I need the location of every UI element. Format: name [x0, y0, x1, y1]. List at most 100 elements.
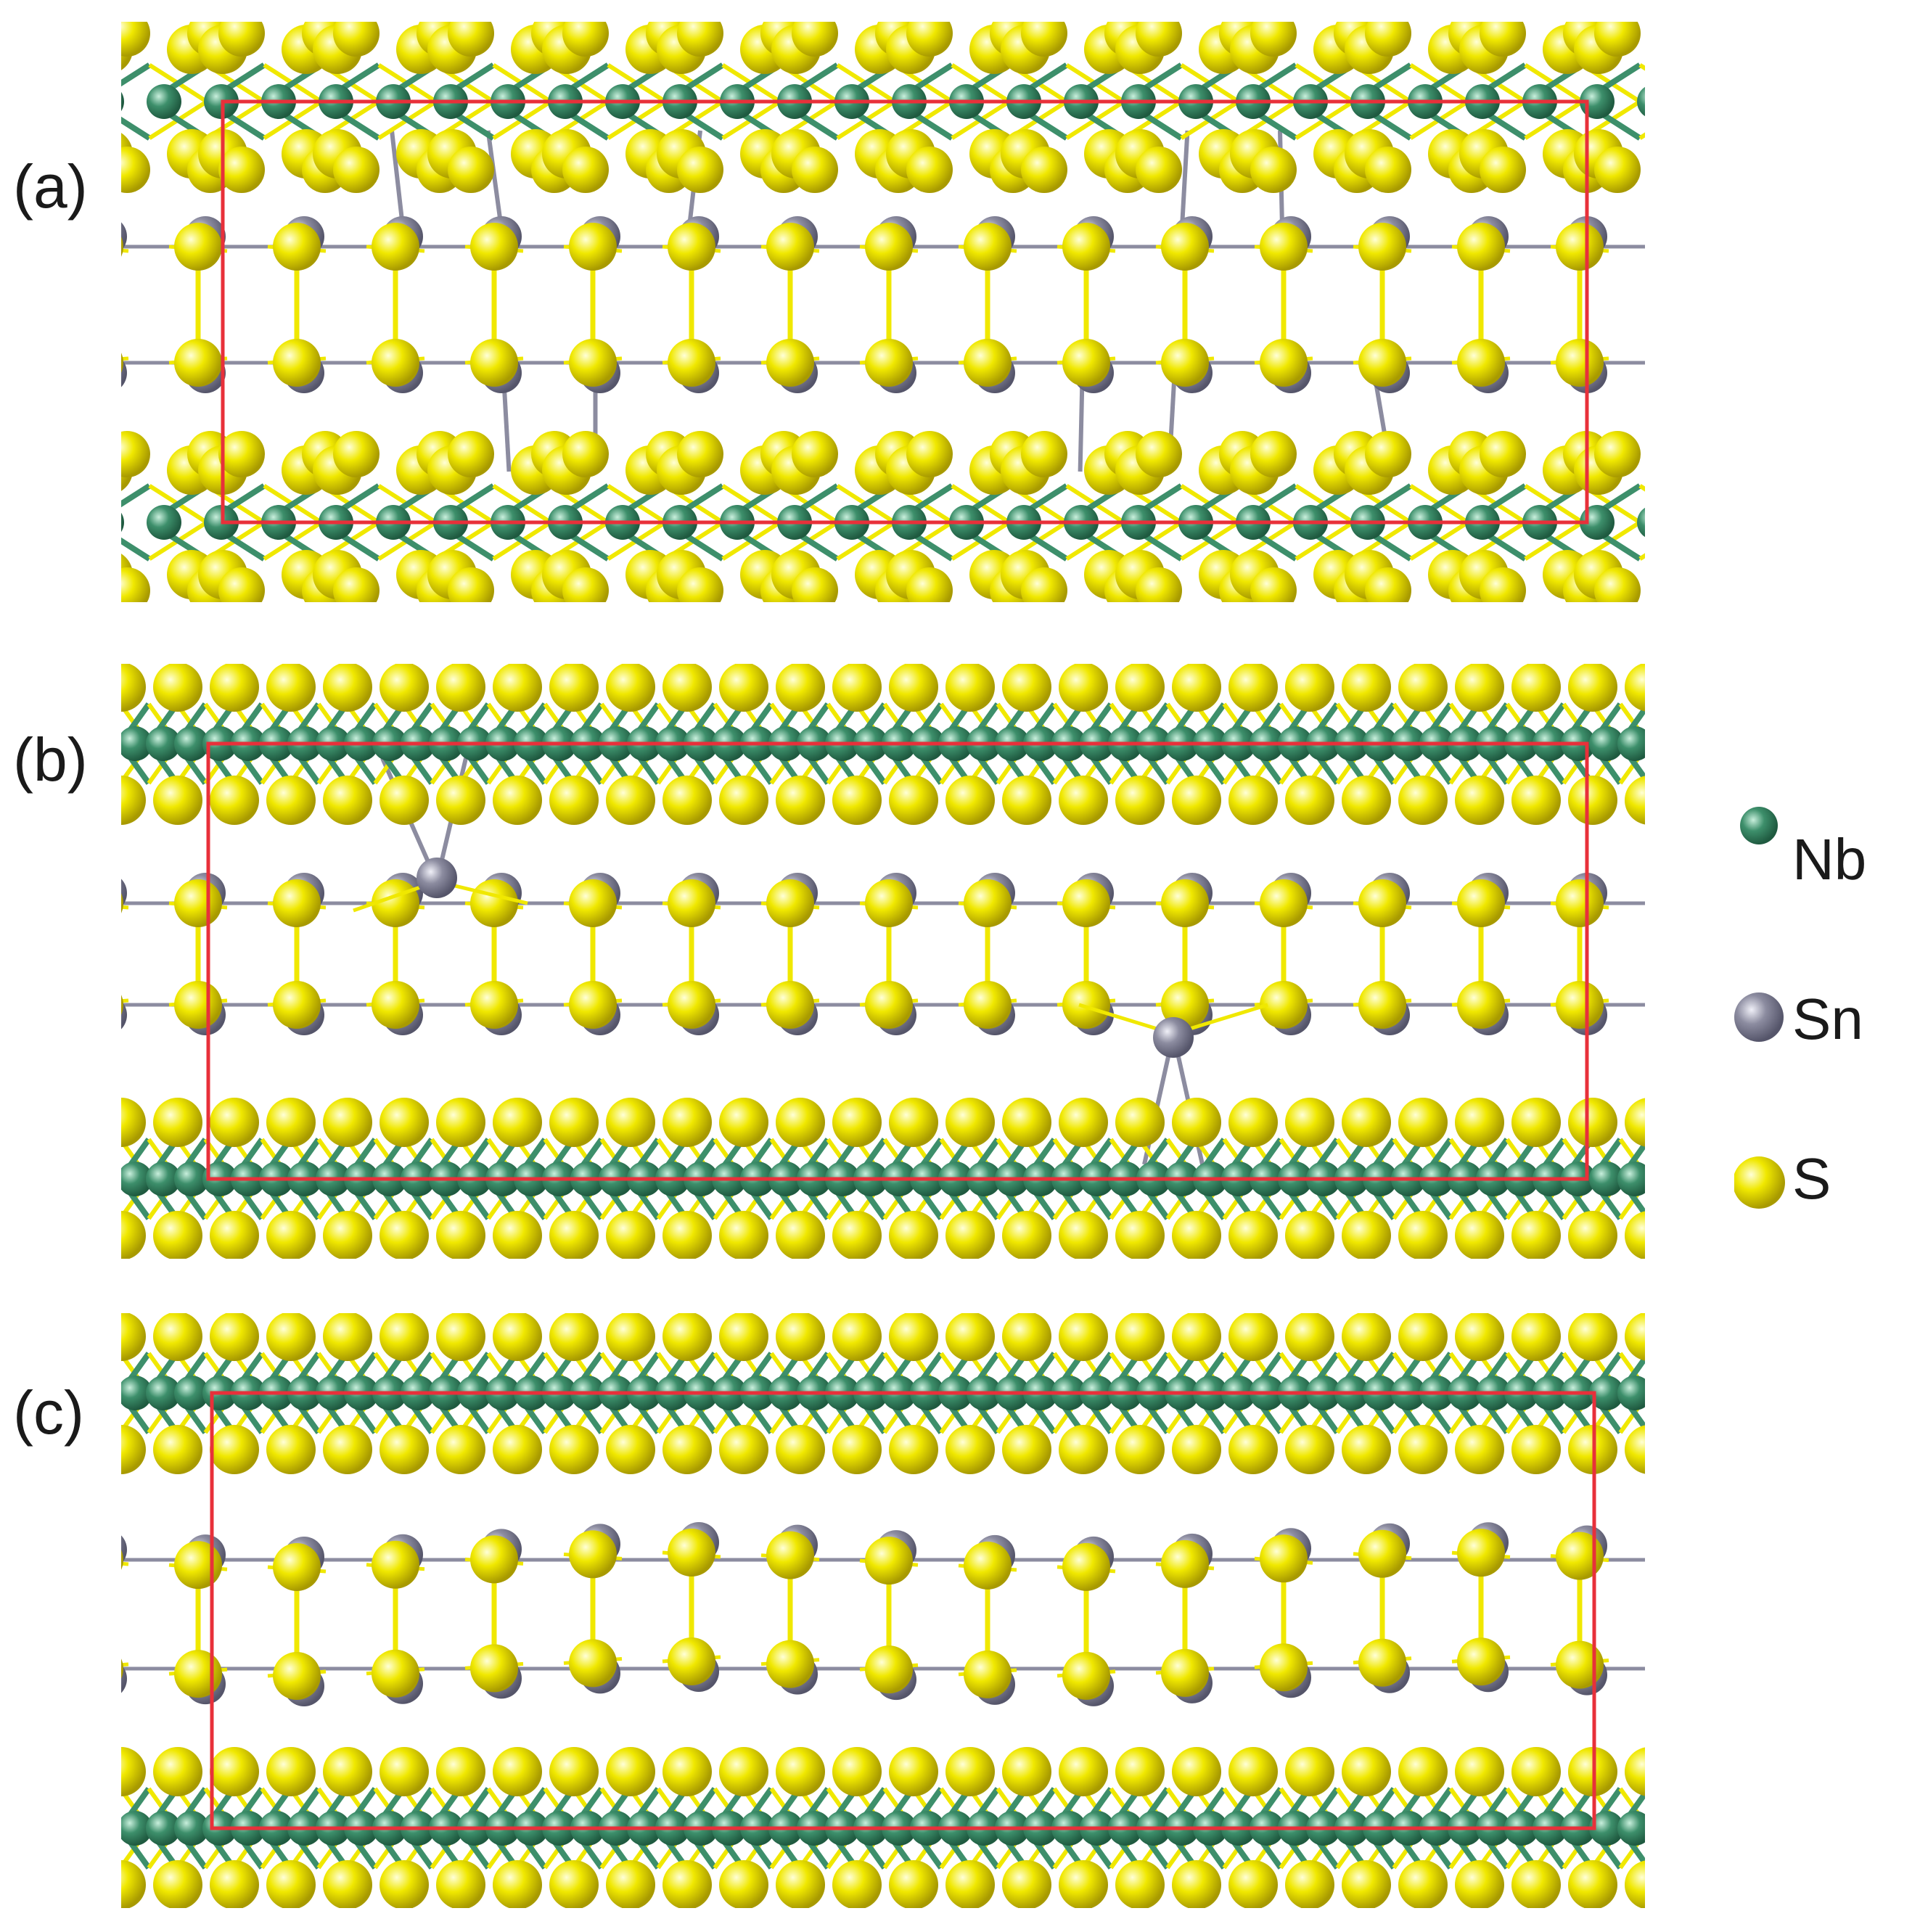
s-atom	[218, 431, 265, 477]
s-atom	[776, 1425, 825, 1474]
s-atom	[1250, 431, 1297, 477]
nb-atom	[147, 84, 181, 119]
s-atom	[266, 776, 316, 825]
s-atom	[1455, 776, 1504, 825]
s-atom	[832, 1313, 882, 1361]
s-atom	[1511, 1425, 1561, 1474]
s-atom	[776, 1211, 825, 1259]
nb-atom	[1617, 1376, 1645, 1410]
s-atom	[174, 879, 222, 927]
s-atom	[121, 1860, 146, 1908]
s-atom	[174, 339, 222, 387]
s-atom	[174, 223, 222, 271]
s-atom	[662, 1425, 712, 1474]
s-atom	[832, 1211, 882, 1259]
s-atom	[1002, 664, 1051, 712]
s-atom	[470, 879, 518, 927]
s-atom	[1342, 664, 1391, 712]
s-atom	[1002, 1425, 1051, 1474]
s-atom	[121, 353, 123, 373]
legend-label-sn: Sn	[1792, 987, 1863, 1051]
s-atom	[719, 776, 768, 825]
s-atom	[470, 1535, 518, 1584]
s-atom	[1228, 664, 1278, 712]
s-atom	[1455, 1211, 1504, 1259]
s-atom	[719, 1860, 768, 1908]
s-atom	[266, 1211, 316, 1259]
s-atom	[906, 147, 953, 193]
s-atom	[1172, 1211, 1221, 1259]
s-atom	[719, 1313, 768, 1361]
s-atom	[210, 1860, 259, 1908]
s-atom	[266, 1747, 316, 1796]
interstitial-sn-atom	[417, 858, 457, 898]
s-atom	[792, 431, 838, 477]
s-atom	[380, 1313, 429, 1361]
s-atom	[569, 981, 617, 1029]
s-atom	[1161, 223, 1209, 271]
s-atom	[1021, 147, 1067, 193]
s-atom	[266, 1860, 316, 1908]
s-atom	[776, 1098, 825, 1147]
s-atom	[719, 1747, 768, 1796]
s-atom	[1228, 1425, 1278, 1474]
s-atom	[677, 22, 723, 57]
s-atom	[493, 1425, 542, 1474]
s-atom	[1115, 1747, 1165, 1796]
s-atom	[677, 431, 723, 477]
s-atom	[1568, 1860, 1617, 1908]
s-atom	[210, 1211, 259, 1259]
s-atom	[945, 776, 995, 825]
s-atom	[333, 22, 380, 57]
s-atom	[606, 1860, 655, 1908]
s-atom	[273, 1651, 321, 1700]
s-atom	[1556, 339, 1604, 387]
s-atom	[1260, 981, 1308, 1029]
s-atom	[1556, 1532, 1604, 1580]
s-atom	[266, 664, 316, 712]
nb-atom	[1617, 1162, 1645, 1196]
s-atom	[1342, 1747, 1391, 1796]
s-atom	[1161, 879, 1209, 927]
structure-panel-c	[121, 1313, 1645, 1908]
s-atom	[1457, 1637, 1505, 1686]
s-atom	[1002, 1098, 1051, 1147]
s-atom	[1250, 567, 1297, 602]
s-atom	[218, 567, 265, 602]
s-atom	[889, 1211, 938, 1259]
s-atom	[1556, 1640, 1604, 1689]
s-atom	[668, 223, 715, 271]
s-atom	[1285, 1860, 1334, 1908]
s-atom	[210, 776, 259, 825]
bond	[121, 537, 152, 562]
s-atom	[662, 664, 712, 712]
s-atom	[1059, 1860, 1108, 1908]
s-atom	[1115, 1425, 1165, 1474]
s-atom	[493, 664, 542, 712]
legend-label-nb: Nb	[1792, 827, 1867, 892]
s-atom	[1062, 879, 1110, 927]
s-atom	[964, 879, 1012, 927]
s-atom	[1342, 1425, 1391, 1474]
s-atom	[1511, 776, 1561, 825]
s-atom	[1365, 431, 1411, 477]
s-atom	[549, 1313, 599, 1361]
s-atom	[1568, 1098, 1617, 1147]
s-atom	[662, 1098, 712, 1147]
s-atom	[1455, 1313, 1504, 1361]
s-atom	[662, 1860, 712, 1908]
s-atom	[766, 879, 814, 927]
s-atom	[174, 1541, 222, 1590]
s-atom	[662, 1313, 712, 1361]
s-atom	[1172, 1313, 1221, 1361]
s-atom	[1228, 1211, 1278, 1259]
bond	[121, 116, 152, 141]
s-atom	[333, 147, 380, 193]
s-atom	[668, 1529, 715, 1577]
s-atom	[832, 1098, 882, 1147]
interstitial-sn-atom	[1153, 1017, 1194, 1058]
s-atom	[1172, 1860, 1221, 1908]
panel-label-a: (a)	[13, 152, 88, 221]
s-atom	[776, 1747, 825, 1796]
s-atom	[792, 22, 838, 57]
